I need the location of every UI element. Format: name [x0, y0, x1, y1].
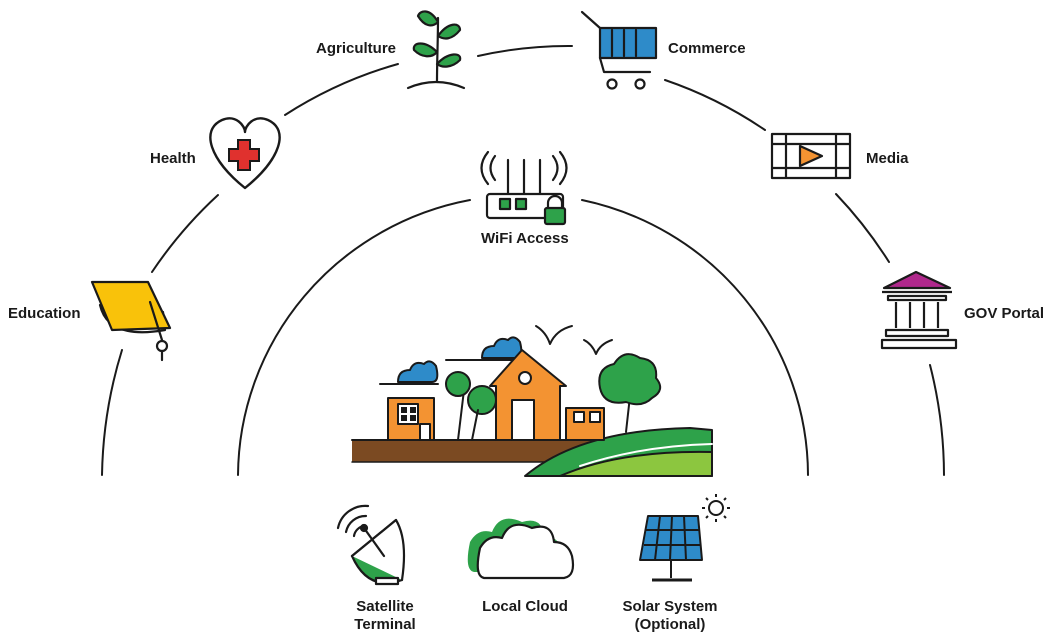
solar-system-label: Solar System (Optional)	[612, 598, 728, 634]
agriculture-label: Agriculture	[316, 40, 397, 57]
government-building-icon	[880, 270, 958, 350]
media-label: Media	[866, 150, 909, 167]
inner-arc	[237, 199, 809, 476]
solar-label-line2: (Optional)	[634, 616, 706, 633]
sprout-icon	[406, 10, 466, 90]
solar-label-line1: Solar System	[622, 598, 718, 615]
satellite-dish-icon	[336, 504, 406, 586]
education-label: Education	[8, 305, 81, 322]
commerce-label: Commerce	[668, 40, 746, 57]
film-play-icon	[770, 132, 852, 180]
shopping-cart-icon	[580, 10, 658, 90]
wifi-access-label: WiFi Access	[481, 230, 569, 247]
graduation-cap-icon	[90, 280, 172, 362]
solar-panel-icon	[639, 494, 730, 582]
satellite-terminal-label: Satellite Terminal	[345, 598, 425, 634]
cloud-icon	[467, 518, 575, 580]
outer-arc	[101, 44, 945, 476]
satellite-label-line1: Satellite	[356, 598, 414, 615]
village-illustration	[351, 325, 713, 477]
heart-cross-icon	[209, 117, 281, 190]
local-cloud-label: Local Cloud	[482, 598, 568, 615]
satellite-label-line2: Terminal	[354, 616, 416, 633]
health-label: Health	[150, 150, 196, 167]
gov-portal-label: GOV Portal	[964, 305, 1045, 322]
wifi-router-icon	[480, 150, 568, 226]
